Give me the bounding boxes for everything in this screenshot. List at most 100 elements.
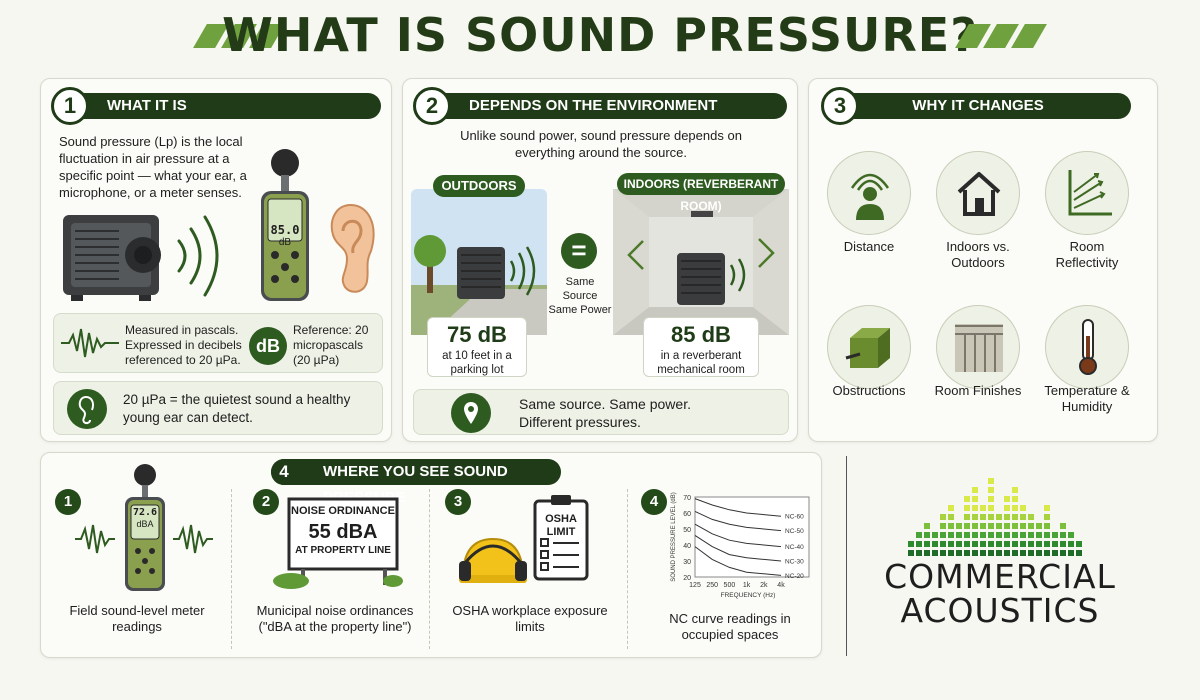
y-tick-label: 40 [683,543,691,550]
quietest-info-box [53,381,383,435]
x-axis-label: FREQUENCY (Hz) [721,592,776,599]
logo-bar-segment [964,541,970,547]
logo-bar-segment [996,514,1002,520]
nc-series-line [694,523,782,548]
meter-unit: dB [278,237,292,248]
ordinance-sign-icon [273,497,403,589]
logo-bar-segment [1068,532,1074,538]
logo-bar-segment [1012,541,1018,547]
x-tick-label: 2k [760,582,768,589]
logo-bar-segment [1028,550,1034,556]
title-stripes-right [955,24,1047,48]
logo-bar-segment [940,550,946,556]
logo-bar-segment [916,532,922,538]
distance-icon-circle [827,151,911,235]
house-icon-circle [936,151,1020,235]
section3-heading: WHY IT CHANGES [825,93,1131,119]
logo-bar-segment [948,532,954,538]
logo-bar-segment [1044,532,1050,538]
logo-bar-segment [1004,550,1010,556]
logo-bar-segment [996,541,1002,547]
logo-bar-segment [948,505,954,511]
logo-bar-segment [916,550,922,556]
logo-bar-segment [1044,523,1050,529]
x-tick-label: 4k [777,582,785,589]
logo-bar-segment [932,550,938,556]
logo-bar-segment [1012,505,1018,511]
section-where-you-see: WHERE YOU SEE SOUND PRESSURE 4 1 72.6 dB… [40,452,822,658]
logo-bar-segment [956,523,962,529]
sound-level-meter-icon [261,149,309,301]
logo-bar-segment [1004,505,1010,511]
logo-bar-segment [1060,532,1066,538]
section1-number: 1 [51,87,89,125]
logo-bar-segment [988,523,994,529]
section2-number: 2 [413,87,451,125]
logo-bar-segment [1068,541,1074,547]
logo-bar-segment [964,496,970,502]
logo-bar-segment [988,550,994,556]
logo-bar-segment [1028,523,1034,529]
db-badge: dB [249,327,287,365]
logo-bar-segment [980,523,986,529]
logo-bar-segment [972,505,978,511]
where-item-number: 1 [55,489,81,515]
outdoors-label: OUTDOORS [433,175,525,197]
y-axis-label: SOUND PRESSURE LEVEL (dB) [671,492,677,581]
logo-bar-segment [988,487,994,493]
logo-bar-segment [1012,523,1018,529]
nc-series-label: NC-60 [785,514,804,521]
nc-series-line [694,498,782,517]
same-source-text: Same Source Same Power [548,276,612,316]
logo-bar-segment [1036,541,1042,547]
quietest-text: 20 µPa = the quietest sound a healthy yo… [123,392,351,425]
logo-bar-segment [1068,550,1074,556]
change-item-label: Obstructions [832,383,906,398]
logo-bar-segment [924,541,930,547]
logo-bar-segment [1004,541,1010,547]
logo-bar-segment [940,532,946,538]
logo-bar-segment [932,532,938,538]
conclusion-text: Same source. Same power. Different press… [519,396,691,430]
x-tick-label: 1k [743,582,751,589]
logo-bar-segment [1004,496,1010,502]
logo-bar-segment [1020,523,1026,529]
logo-bar-segment [1076,550,1082,556]
where-item-number: 2 [253,489,279,515]
y-tick-label: 50 [683,527,691,534]
logo-bar-segment [948,541,954,547]
logo-bar-segment [1060,523,1066,529]
sign-value: 55 dBA [308,521,378,543]
panels-icon [955,324,1003,372]
where-item-label: Municipal noise ordinances ("dBA at the … [256,603,414,634]
nc-series-label: NC-40 [785,544,804,551]
measured-text: Measured in pascals. Expressed in decibe… [125,323,242,367]
clipboard-title: OSHA LIMIT [545,513,577,538]
logo-bar-segment [948,523,954,529]
logo-bar-segment [956,532,962,538]
nc-series-label: NC-30 [785,559,804,566]
field-meter-unit: dBA [136,519,154,529]
sign-title: NOISE ORDINANCE [291,505,395,517]
reflectivity-icon-circle [1045,151,1129,235]
temperature-icon-circle [1045,305,1129,389]
section1-intro: Sound pressure (Lp) is the local fluctua… [59,134,247,200]
page-title: WHAT IS SOUND PRESSURE? [222,8,978,62]
indoor-desc: in a reverberant mechanical room [657,350,745,376]
section2-heading: DEPENDS ON THE ENVIRONMENT [417,93,787,119]
logo-bar-segment [916,541,922,547]
indoors-label: INDOORS (REVERBERANT ROOM) [617,173,785,213]
nc-series-line [694,510,782,532]
hard-hat-earmuffs-icon [459,537,527,583]
logo-bar-segment [940,541,946,547]
thermometer-icon [1079,319,1097,375]
where-item-label: OSHA workplace exposure limits [452,603,608,634]
location-pin-icon [451,393,491,433]
logo-bar-segment [940,514,946,520]
logo-bar-segment [924,550,930,556]
logo-bar-segment [1036,532,1042,538]
logo-bar-segment [932,541,938,547]
logo-bar-segment [980,514,986,520]
y-tick-label: 70 [683,495,691,502]
logo-line2: ACOUSTICS [900,591,1100,630]
